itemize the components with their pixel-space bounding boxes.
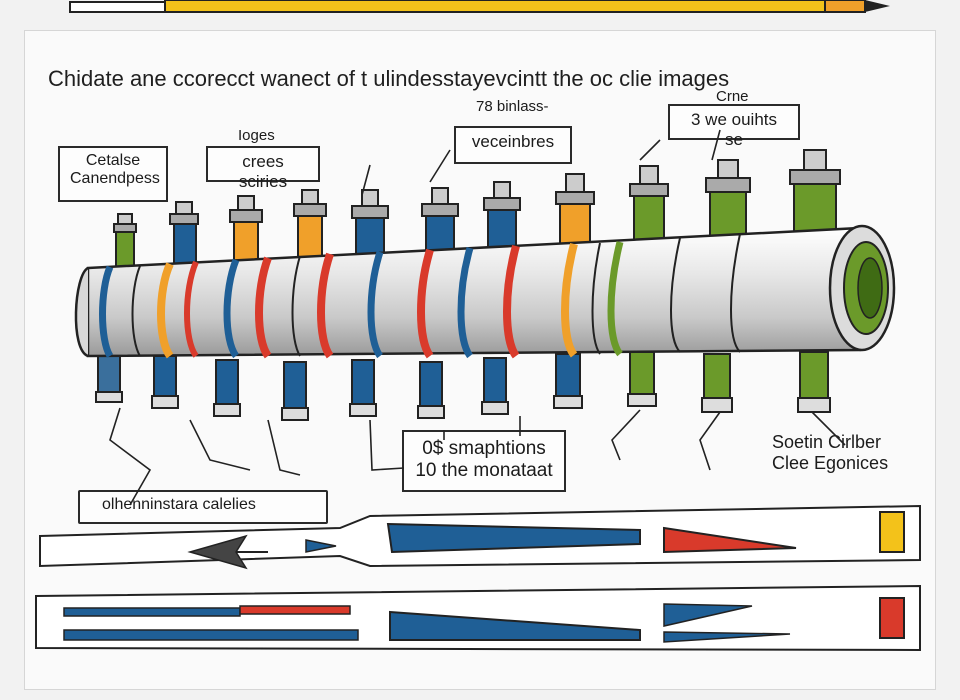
- label-line: 0$ smaphtions: [422, 438, 546, 459]
- upper-cylinder: [113, 213, 137, 269]
- lower-cylinders: [95, 351, 831, 421]
- pipe-rings: [131, 233, 741, 357]
- lower-cylinder: [151, 355, 179, 409]
- upper-cylinder: [351, 189, 389, 259]
- lower-cylinder: [627, 351, 657, 407]
- lower-cylinder: [553, 353, 583, 409]
- lower-cylinder: [213, 359, 241, 417]
- diagram-title: Chidate ane ccorecct wanect of t ulindes…: [48, 66, 730, 91]
- bar-blue-4: [663, 631, 791, 643]
- lower-cylinder: [701, 353, 733, 413]
- label-line: Soetin Cirlber: [772, 432, 882, 452]
- bottom-panels: [35, 504, 921, 652]
- swatch-yellow: [879, 511, 905, 553]
- label-box-top-left: Cetalse Canendpess: [58, 146, 168, 202]
- upper-cylinder: [293, 189, 327, 261]
- label-box-crees: crees sciries: [206, 146, 320, 191]
- label-box-calelies: olhenninstara calelies: [78, 490, 328, 524]
- small-dart-icon: [305, 539, 337, 553]
- small-label-binlass: 78 binlass-: [476, 98, 549, 115]
- pencil-icon: [69, 0, 890, 13]
- upper-cylinder: [169, 201, 199, 265]
- label-box-smaphtions: 0$ smaphtions 10 the monataat: [402, 430, 566, 492]
- pipe-bands: [99, 241, 624, 359]
- label-box-veceinbres: veceinbres: [454, 126, 572, 164]
- small-label-ioges: Ioges: [238, 127, 275, 144]
- upper-cylinder: [629, 165, 669, 243]
- bar-blue-thin-1: [63, 607, 241, 617]
- label-line: Canendpess: [70, 170, 160, 187]
- label-line: Cetalse: [85, 152, 141, 169]
- lower-cylinder: [95, 351, 123, 403]
- bar-blue-1: [386, 522, 641, 554]
- bar-red-thin-1: [239, 605, 351, 615]
- lower-cylinder: [797, 351, 831, 413]
- small-label-crne: Crne: [716, 88, 749, 105]
- swatch-red: [879, 597, 905, 639]
- label-line: Clee Egonices: [772, 452, 889, 473]
- upper-cylinder: [483, 181, 521, 253]
- pipe-end-cap: [828, 224, 896, 352]
- upper-cylinder: [705, 159, 751, 239]
- label-box-ouihts: 3 we ouihts se: [668, 104, 800, 149]
- lower-cylinder: [349, 359, 377, 417]
- label-line: 10 the monataat: [415, 460, 553, 481]
- right-text-label: Soetin Cirlber Clee Egonices: [772, 432, 888, 473]
- leader-lines: [109, 129, 846, 506]
- bar-red-1: [663, 526, 797, 554]
- upper-cylinder: [421, 187, 459, 257]
- lower-cylinder: [481, 357, 509, 415]
- lower-cylinder: [417, 361, 445, 419]
- lower-cylinder: [281, 361, 309, 421]
- left-arrow-icon: [187, 534, 268, 570]
- bar-blue-2: [389, 610, 641, 641]
- upper-cylinder: [555, 173, 595, 247]
- bar-blue-thin-2: [63, 629, 359, 641]
- bar-blue-3: [663, 603, 753, 627]
- upper-cylinder: [789, 149, 841, 235]
- upper-cylinder: [229, 195, 263, 263]
